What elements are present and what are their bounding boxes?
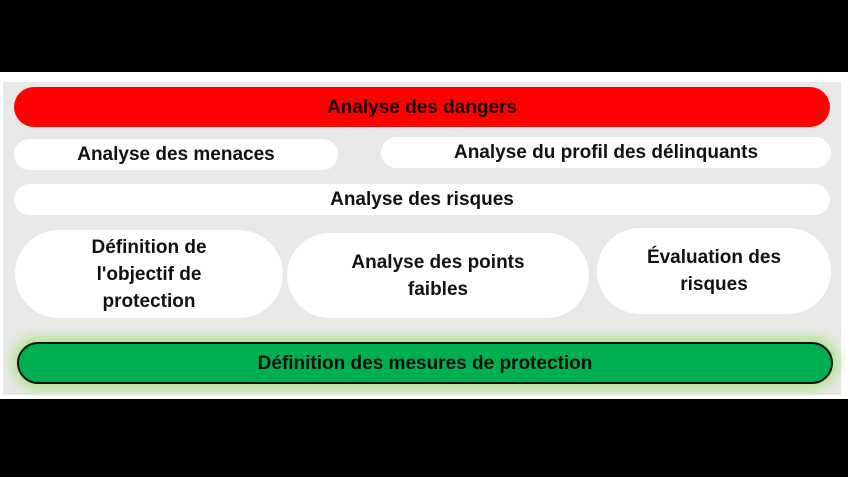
offender-profile-pill: Analyse du profil des délinquants [381,137,831,168]
danger-analysis-bar: Analyse des dangers [14,87,830,127]
diagram-panel: Analyse des dangers Analyse des menaces … [3,82,841,395]
risk-analysis-bar: Analyse des risques [14,184,830,215]
protection-measures-bar: Définition des mesures de protection [17,342,833,384]
threat-analysis-pill: Analyse des menaces [14,139,338,170]
risk-evaluation-pill: Évaluation des risques [597,228,831,314]
diagram-frame: Analyse des dangers Analyse des menaces … [0,72,848,399]
weak-points-pill: Analyse des points faibles [287,233,589,318]
protection-objective-pill: Définition de l'objectif de protection [15,230,283,318]
